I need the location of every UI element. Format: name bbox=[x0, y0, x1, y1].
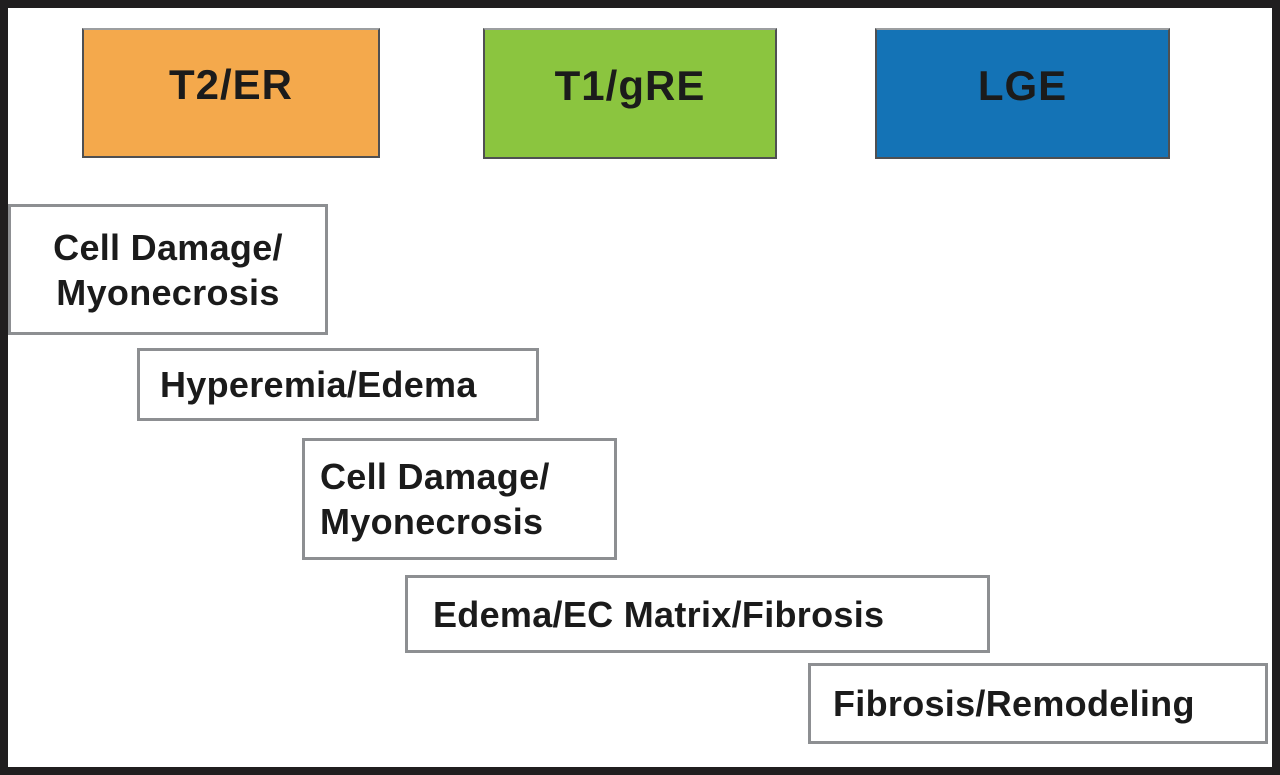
finding-box-cell-damage-myonecrosis-2: Cell Damage/ Myonecrosis bbox=[302, 438, 617, 560]
finding-box-edema-ec-matrix-fibrosis: Edema/EC Matrix/Fibrosis bbox=[405, 575, 990, 653]
finding-box-fibrosis-remodeling: Fibrosis/Remodeling bbox=[808, 663, 1268, 744]
modality-label-t1-gre: T1/gRE bbox=[554, 61, 706, 109]
modality-label-lge: LGE bbox=[977, 61, 1068, 109]
finding-label-line: Cell Damage/ bbox=[53, 226, 283, 268]
modality-box-t2-er: T2/ER bbox=[82, 28, 380, 158]
modality-box-t1-gre: T1/gRE bbox=[483, 28, 777, 159]
finding-label-line: Myonecrosis bbox=[320, 501, 544, 542]
modality-box-lge: LGE bbox=[875, 28, 1170, 159]
finding-box-cell-damage-myonecrosis-1: Cell Damage/ Myonecrosis bbox=[8, 204, 328, 335]
finding-label-line: Hyperemia/Edema bbox=[160, 364, 477, 405]
finding-label-line: Edema/EC Matrix/Fibrosis bbox=[433, 593, 885, 635]
finding-label-line: Myonecrosis bbox=[56, 271, 280, 313]
finding-label-line: Fibrosis/Remodeling bbox=[833, 683, 1195, 724]
finding-box-hyperemia-edema: Hyperemia/Edema bbox=[137, 348, 539, 421]
finding-label-line: Cell Damage/ bbox=[320, 456, 550, 497]
modality-label-t2-er: T2/ER bbox=[168, 61, 294, 108]
